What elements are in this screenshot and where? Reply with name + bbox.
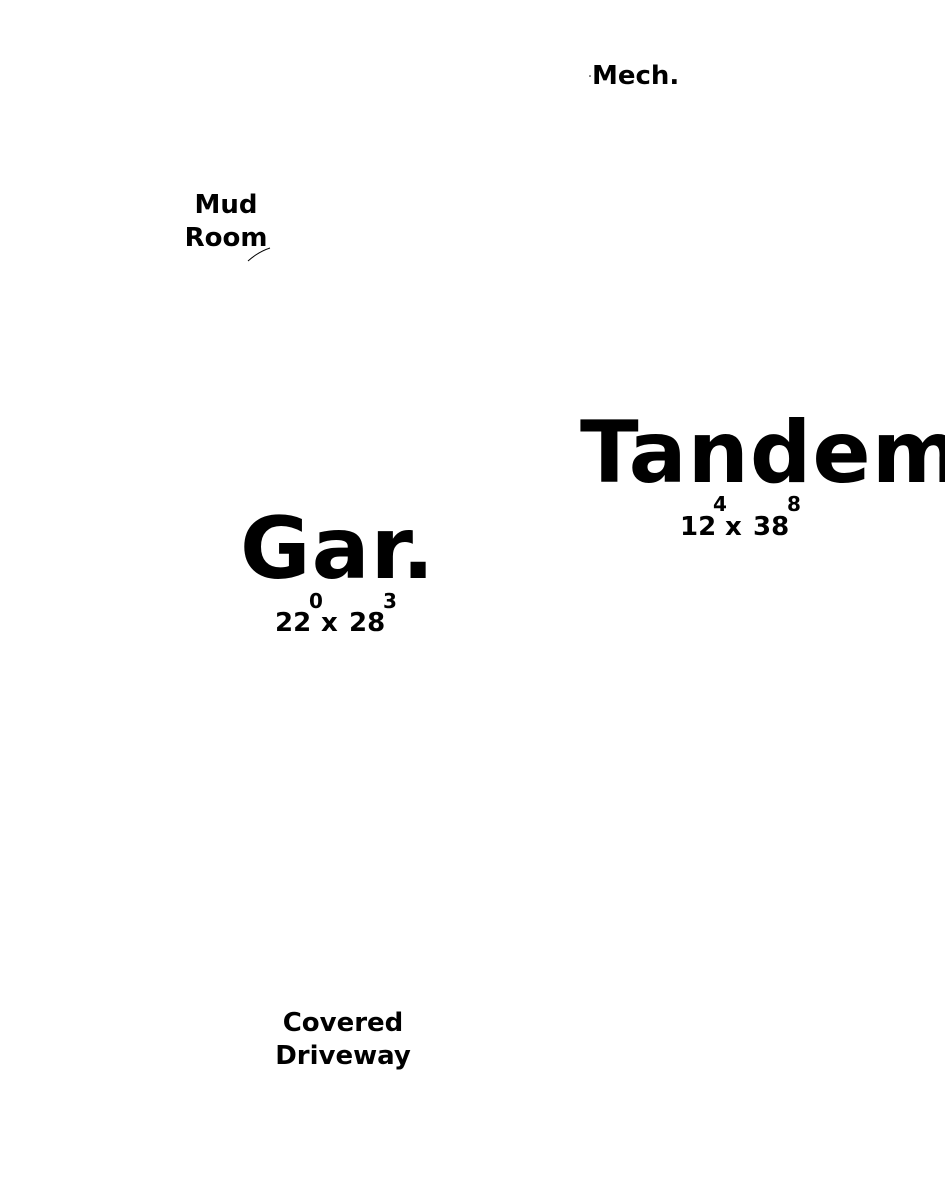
tandem-name: Tandem (580, 403, 945, 503)
garage-length-ft: 28 (349, 608, 386, 638)
tandem-dimensions: 12 4 x 38 8 (680, 492, 810, 542)
covered-driveway-label: Covered Driveway (270, 1007, 416, 1073)
garage-label: Gar. (240, 506, 435, 592)
garage-width-ft: 22 (275, 608, 312, 638)
garage-dimensions: 22 0 x 28 3 (275, 589, 405, 639)
garage-name: Gar. (240, 499, 436, 599)
mud-room-pen-mark (247, 247, 271, 262)
mech-label: Mech. (592, 60, 679, 93)
mud-room-label: Mud Room (180, 189, 272, 255)
covered-driveway-line1: Covered (282, 1008, 404, 1038)
mud-room-line1: Mud (194, 190, 258, 220)
tandem-width-in: 4 (713, 492, 727, 516)
tandem-dim-separator: x (725, 512, 742, 542)
garage-dim-separator: x (321, 608, 338, 638)
tandem-label: Tandem (580, 410, 945, 496)
tandem-width-ft: 12 (680, 512, 717, 542)
mud-room-line2: Room (184, 223, 268, 253)
mech-pen-dot (589, 75, 591, 77)
covered-driveway-line2: Driveway (275, 1041, 411, 1071)
garage-width-in: 0 (309, 589, 323, 613)
garage-length-in: 3 (383, 589, 397, 613)
tandem-length-ft: 38 (753, 512, 790, 542)
mech-name: Mech. (592, 61, 680, 91)
tandem-length-in: 8 (787, 492, 801, 516)
